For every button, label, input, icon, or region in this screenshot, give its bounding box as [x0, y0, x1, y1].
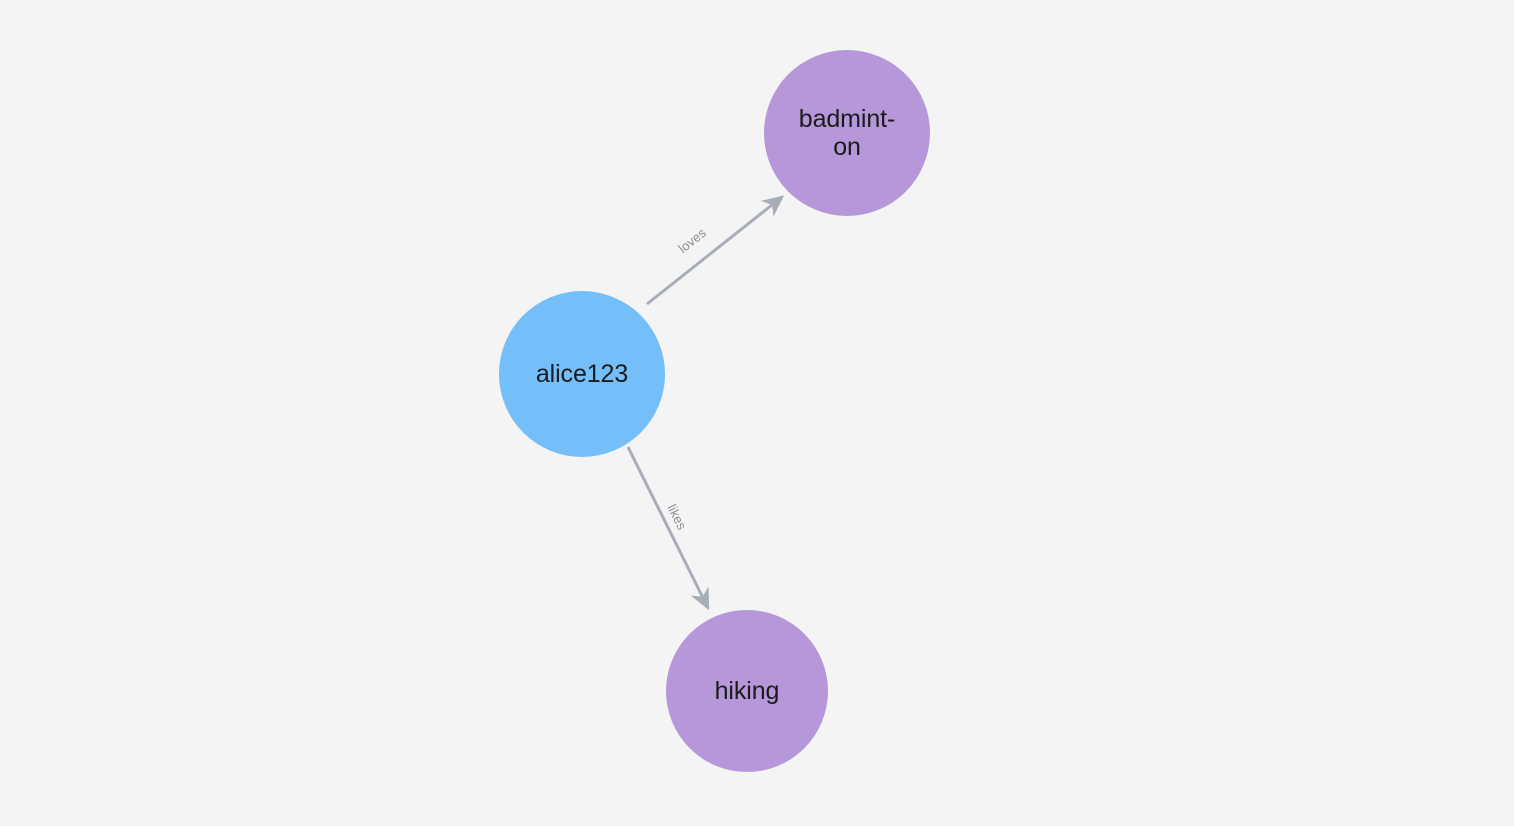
node-label-hiking: hiking	[714, 677, 780, 705]
edge-label-loves: loves	[675, 225, 709, 256]
graph-node-hiking[interactable]: hiking	[666, 610, 828, 772]
graph-node-alice123[interactable]: alice123	[499, 291, 665, 457]
edge-likes-line	[626, 446, 710, 611]
edge-loves-line	[646, 195, 785, 306]
node-label-badminton: badmint-on	[777, 105, 916, 161]
node-label-badminton-line2: on	[833, 133, 861, 161]
node-label-alice123: alice123	[535, 360, 629, 388]
node-label-badminton-line1: badmint-	[798, 105, 896, 133]
graph-node-badminton[interactable]: badmint-on	[764, 50, 930, 216]
edge-likes[interactable]: likes	[626, 446, 710, 611]
edge-loves[interactable]: loves	[646, 195, 785, 306]
